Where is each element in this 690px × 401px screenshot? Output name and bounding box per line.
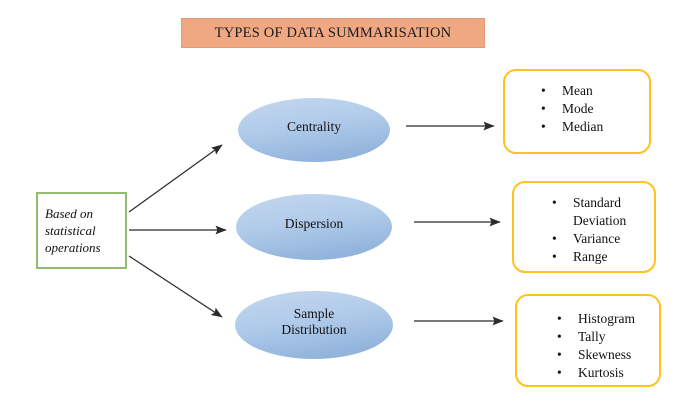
outcome-item-label: Histogram	[578, 311, 635, 326]
list-item: • Skewness	[557, 346, 659, 364]
source-line-3: operations	[45, 240, 101, 255]
list-item: • Kurtosis	[557, 364, 659, 382]
outcome-item-label: Kurtosis	[578, 365, 624, 380]
list-item: • Histogram	[557, 310, 659, 328]
bullet-icon: •	[557, 311, 562, 326]
outcome-item-label: Range	[573, 249, 608, 264]
outcome-item-label: Median	[562, 119, 604, 134]
arrow-source-to-centrality	[128, 144, 223, 213]
bullet-icon: •	[557, 347, 562, 362]
list-item: • Mode	[541, 100, 649, 118]
ellipse-dispersion[interactable]	[236, 194, 392, 260]
list-item: • Variance	[552, 230, 654, 248]
ellipse-centrality[interactable]	[238, 98, 390, 162]
list-item: • Tally	[557, 328, 659, 346]
outcome-item-label: Skewness	[578, 347, 632, 362]
bullet-icon: •	[557, 329, 562, 344]
outcome-box-centrality[interactable]: • Mean • Mode • Median	[503, 69, 651, 154]
list-item: • Range	[552, 248, 654, 266]
bullet-icon: •	[541, 83, 546, 98]
bullet-icon: •	[557, 365, 562, 380]
outcome-item-label: Mean	[562, 83, 593, 98]
bullet-icon: •	[552, 195, 557, 210]
source-criteria-label: Based on statistical operations	[45, 205, 101, 256]
ellipse-sample-distribution[interactable]	[235, 291, 393, 359]
list-item: • Mean	[541, 82, 649, 100]
page-title: TYPES OF DATA SUMMARISATION	[214, 24, 452, 41]
bullet-icon: •	[541, 101, 546, 116]
outcome-list-centrality: • Mean • Mode • Median	[505, 82, 649, 136]
outcome-item-label: Mode	[562, 101, 594, 116]
list-item: • Median	[541, 118, 649, 136]
diagram-title-banner: TYPES OF DATA SUMMARISATION	[181, 18, 485, 48]
outcome-list-dispersion: • Standard Deviation • Variance • Range	[514, 194, 654, 266]
outcome-item-label: Tally	[578, 329, 606, 344]
outcome-box-dispersion[interactable]: • Standard Deviation • Variance • Range	[512, 181, 656, 273]
outcome-box-sample-distribution[interactable]: • Histogram • Tally • Skewness • Kurtosi…	[515, 294, 661, 387]
outcome-item-label: Variance	[573, 231, 621, 246]
outcome-item-label: Standard Deviation	[573, 195, 627, 228]
bullet-icon: •	[552, 231, 557, 246]
source-line-1: Based on	[45, 206, 94, 221]
bullet-icon: •	[552, 249, 557, 264]
arrow-source-to-sample-distribution	[128, 255, 223, 318]
list-item: • Standard Deviation	[552, 194, 654, 230]
outcome-list-sample-distribution: • Histogram • Tally • Skewness • Kurtosi…	[517, 310, 659, 382]
bullet-icon: •	[541, 119, 546, 134]
source-line-2: statistical	[45, 223, 96, 238]
source-criteria-box[interactable]: Based on statistical operations	[36, 192, 127, 269]
